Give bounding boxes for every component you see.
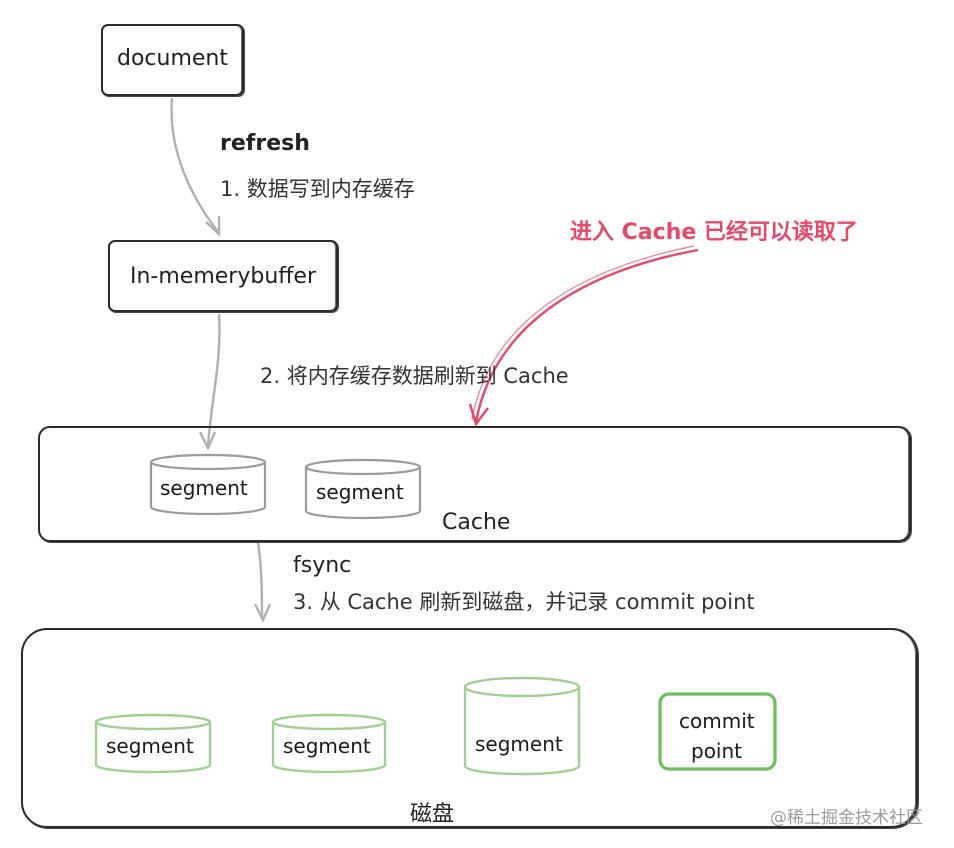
commit-point-line1: commit [679, 709, 755, 733]
watermark: @稀土掘金技术社区 [770, 808, 923, 828]
refresh-label: refresh [220, 131, 310, 156]
cache-segment-cylinder [149, 453, 267, 516]
annotation-arrow [474, 248, 699, 423]
cache-container [38, 426, 911, 542]
disk-segment-label: segment [475, 732, 563, 756]
cache-label: Cache [442, 510, 511, 535]
disk-segment-cylinder [271, 713, 387, 774]
cache-readable-annotation: 进入 Cache 已经可以读取了 [570, 220, 858, 245]
arrow-cache-to-disk [256, 541, 264, 619]
step2-label: 2. 将内存缓存数据刷新到 Cache [260, 364, 569, 388]
document-node-label: document [117, 46, 228, 71]
buffer-node-label: In-memerybuffer [129, 264, 316, 289]
step1-label: 1. 数据写到内存缓存 [220, 177, 415, 201]
arrow-head-buffer-to-cache [198, 431, 217, 451]
step3-label: 3. 从 Cache 刷新到磁盘，并记录 commit point [293, 590, 755, 614]
disk-container [21, 628, 918, 828]
annotation-arrow-head [468, 403, 489, 427]
fsync-label: fsync [293, 553, 352, 578]
disk-segment-cylinder [463, 676, 581, 776]
arrow-buffer-to-cache [206, 313, 221, 447]
arrow-head-document-to-buffer [205, 216, 221, 237]
cache-segment-label: segment [316, 480, 404, 504]
disk-segment-cylinder [94, 713, 212, 774]
cache-segment-label: segment [160, 476, 248, 500]
disk-label: 磁盘 [410, 802, 455, 827]
arrow-document-to-buffer [170, 97, 219, 233]
arrow-head-cache-to-disk [253, 603, 272, 623]
commit-point-box [658, 692, 777, 771]
disk-segment-label: segment [283, 734, 371, 758]
disk-segment-label: segment [106, 734, 194, 758]
annotation-arrow-shadow [471, 245, 695, 421]
buffer-node: In-memerybuffer [108, 240, 338, 312]
commit-point-line2: point [691, 739, 743, 763]
cache-segment-cylinder [304, 458, 422, 520]
document-node: document [101, 24, 244, 96]
